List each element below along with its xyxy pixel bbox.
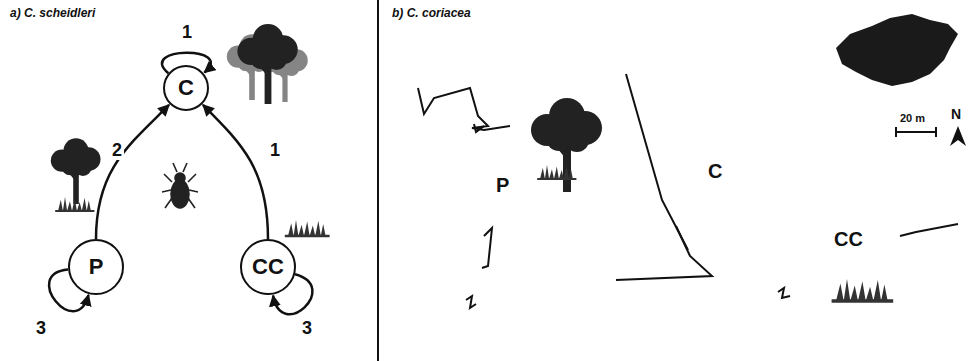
forest-icon <box>227 24 308 104</box>
movement-count: 2 <box>110 140 124 160</box>
grass-icon <box>832 279 894 301</box>
scale-label: 20 m <box>900 112 925 124</box>
grass-icon <box>537 165 576 179</box>
movement-count: 3 <box>300 318 314 338</box>
tree-icon <box>51 138 101 204</box>
panel-divider <box>377 0 379 361</box>
tree-icon <box>531 98 602 192</box>
habitat-label: C <box>708 160 722 183</box>
movement-count: 1 <box>268 140 282 160</box>
grass-icon <box>285 220 330 236</box>
habitat-circle: CC <box>240 239 296 295</box>
north-arrow <box>950 126 966 146</box>
habitat-circle: C <box>163 65 209 111</box>
habitat-label: CC <box>834 228 863 251</box>
habitat-circle: P <box>68 239 124 295</box>
dispersal-arrow <box>203 105 268 239</box>
dispersal-arrow <box>96 105 169 239</box>
grass-icon <box>55 197 94 211</box>
habitat-code: C <box>178 75 194 101</box>
habitat-code: P <box>89 254 104 280</box>
north-label: N <box>951 106 961 122</box>
scale-bar <box>896 127 936 137</box>
movement-tracks <box>418 74 958 308</box>
movement-count: 3 <box>34 318 48 338</box>
country-map <box>836 14 958 86</box>
beetle-icon <box>162 163 198 208</box>
habitat-label: P <box>496 174 509 197</box>
panel-title: a) C. scheidleri <box>10 6 95 20</box>
panel-title: b) C. coriacea <box>392 6 471 20</box>
habitat-code: CC <box>252 254 284 280</box>
movement-count: 1 <box>180 22 194 42</box>
